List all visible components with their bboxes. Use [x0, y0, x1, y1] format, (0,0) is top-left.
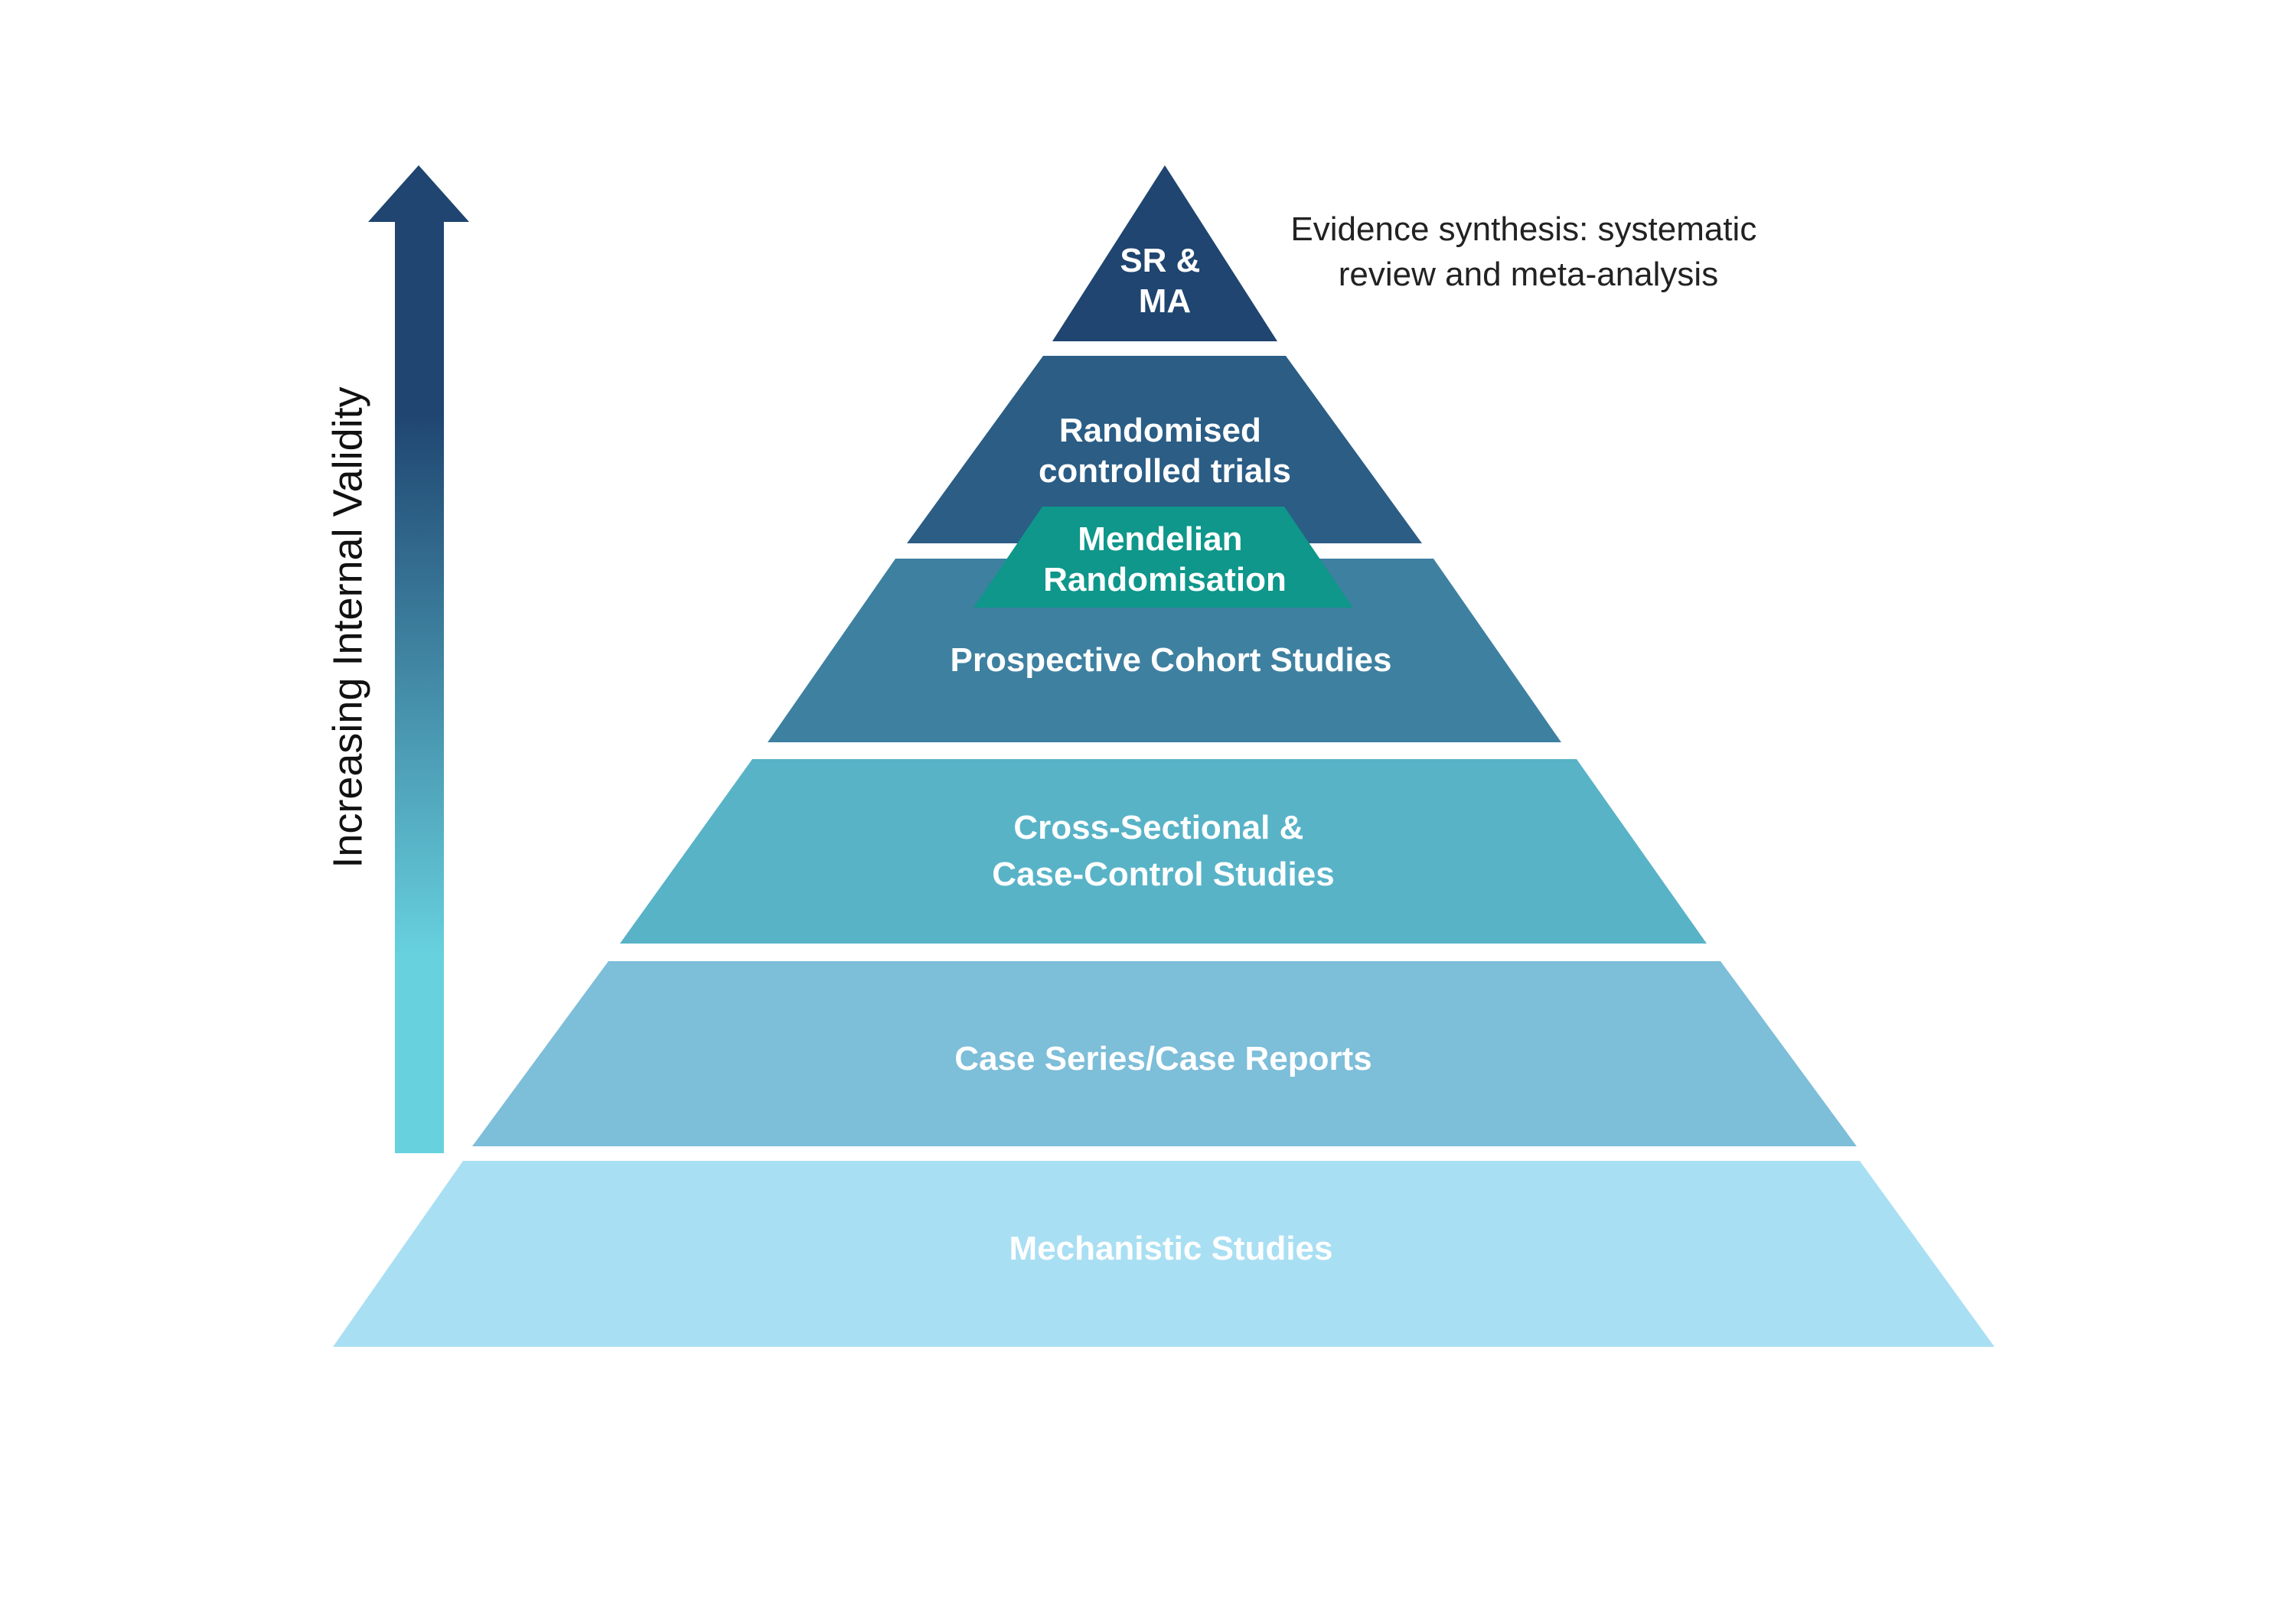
- tier-case-series-label: Case Series/Case Reports: [954, 1040, 1371, 1077]
- tier-mendelian-shape: [974, 507, 1353, 608]
- tier-sr-ma-shape: [1052, 165, 1277, 341]
- tier-case-series-shape: [472, 961, 1857, 1146]
- tier-prospective: Prospective Cohort Studies: [768, 559, 1561, 742]
- tier-prospective-label: Prospective Cohort Studies: [950, 641, 1391, 679]
- tier-case-series: Case Series/Case Reports: [472, 961, 1857, 1146]
- validity-arrow-label: Increasing Internal Validity: [325, 386, 370, 868]
- tier-cross-sectional-label: Cross-Sectional & Case-Control Studies: [992, 809, 1334, 893]
- tier-mendelian-label: Mendelian Randomisation: [1043, 520, 1287, 598]
- pyramid: SR & MA Randomised controlled trials Pro…: [333, 165, 1994, 1347]
- tier-cross-sectional: Cross-Sectional & Case-Control Studies: [620, 759, 1707, 944]
- tier-mechanistic-shape: [333, 1161, 1994, 1347]
- tier-mechanistic: Mechanistic Studies: [333, 1161, 1994, 1347]
- tier-sr-ma: SR & MA: [1052, 165, 1277, 341]
- evidence-synthesis-note: Evidence synthesis: systematic review an…: [1290, 210, 1766, 293]
- tier-sr-ma-label: SR & MA: [1120, 242, 1209, 320]
- tier-rct: Randomised controlled trials: [907, 356, 1422, 543]
- tier-prospective-shape: [768, 559, 1561, 742]
- tier-rct-shape: [907, 356, 1422, 543]
- tier-mendelian: Mendelian Randomisation: [974, 507, 1353, 608]
- tier-rct-label: Randomised controlled trials: [1039, 412, 1291, 490]
- validity-arrow-shape: [368, 165, 469, 1153]
- tier-cross-sectional-shape: [620, 759, 1707, 944]
- validity-arrow: Increasing Internal Validity: [325, 165, 469, 1153]
- tier-mechanistic-label: Mechanistic Studies: [1009, 1230, 1332, 1267]
